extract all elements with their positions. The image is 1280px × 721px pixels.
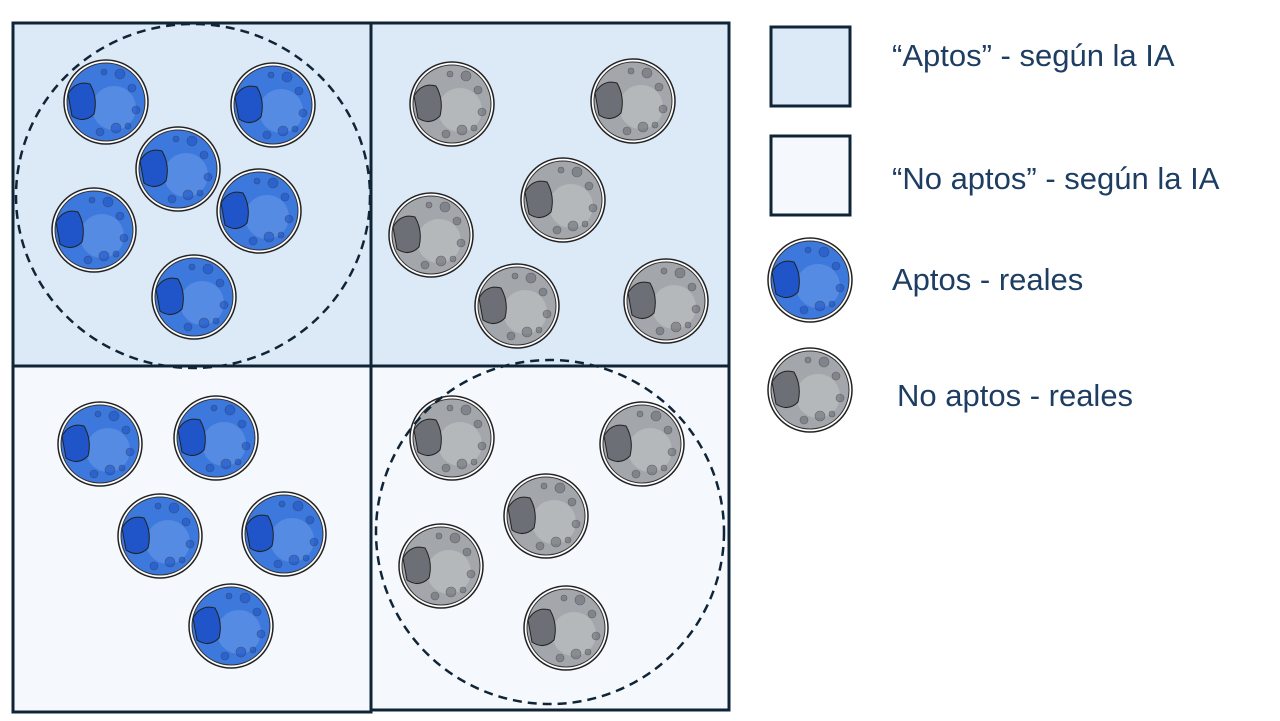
apt-moon-bottom-left bbox=[57, 401, 143, 487]
not-apt-moon-bottom-right bbox=[503, 473, 589, 559]
legend-swatch-predicted-apt bbox=[769, 25, 852, 108]
not-apt-moon-bottom-right bbox=[599, 401, 685, 487]
legend-label-real-not-apt: No aptos - reales bbox=[897, 378, 1134, 413]
dashed-circle-true-positives bbox=[14, 22, 372, 370]
not-apt-moon-top-right bbox=[623, 258, 709, 344]
apt-moon-top-left bbox=[135, 126, 221, 212]
apt-moon-bottom-left bbox=[117, 493, 203, 579]
not-apt-moon-top-right bbox=[388, 192, 474, 278]
legend-swatch-predicted-not-apt bbox=[769, 134, 852, 217]
not-apt-moon-top-right bbox=[474, 263, 560, 349]
legend-not-apt-moon-icon bbox=[767, 347, 853, 433]
not-apt-moon-bottom-right bbox=[398, 523, 484, 609]
apt-moon-top-left bbox=[230, 62, 316, 148]
not-apt-moon-top-right bbox=[409, 61, 495, 147]
apt-moon-bottom-left bbox=[241, 491, 327, 577]
apt-moon-bottom-left bbox=[173, 395, 259, 481]
legend-apt-moon-icon bbox=[767, 237, 853, 323]
legend-label-predicted-apt: “Aptos” - según la IA bbox=[892, 38, 1175, 73]
not-apt-moon-top-right bbox=[520, 157, 606, 243]
legend-label-real-apt: Aptos - reales bbox=[892, 262, 1084, 297]
apt-moon-top-left bbox=[51, 187, 137, 273]
apt-moon-bottom-left bbox=[188, 583, 274, 669]
not-apt-moon-bottom-right bbox=[409, 395, 495, 481]
dashed-circle-true-negatives bbox=[374, 358, 726, 706]
apt-moon-top-left bbox=[63, 59, 149, 145]
not-apt-moon-bottom-right bbox=[523, 585, 609, 671]
apt-moon-top-left bbox=[216, 168, 302, 254]
not-apt-moon-top-right bbox=[590, 58, 676, 144]
apt-moon-top-left bbox=[151, 254, 237, 340]
legend-label-predicted-not-apt: “No aptos” - según la IA bbox=[892, 161, 1220, 196]
